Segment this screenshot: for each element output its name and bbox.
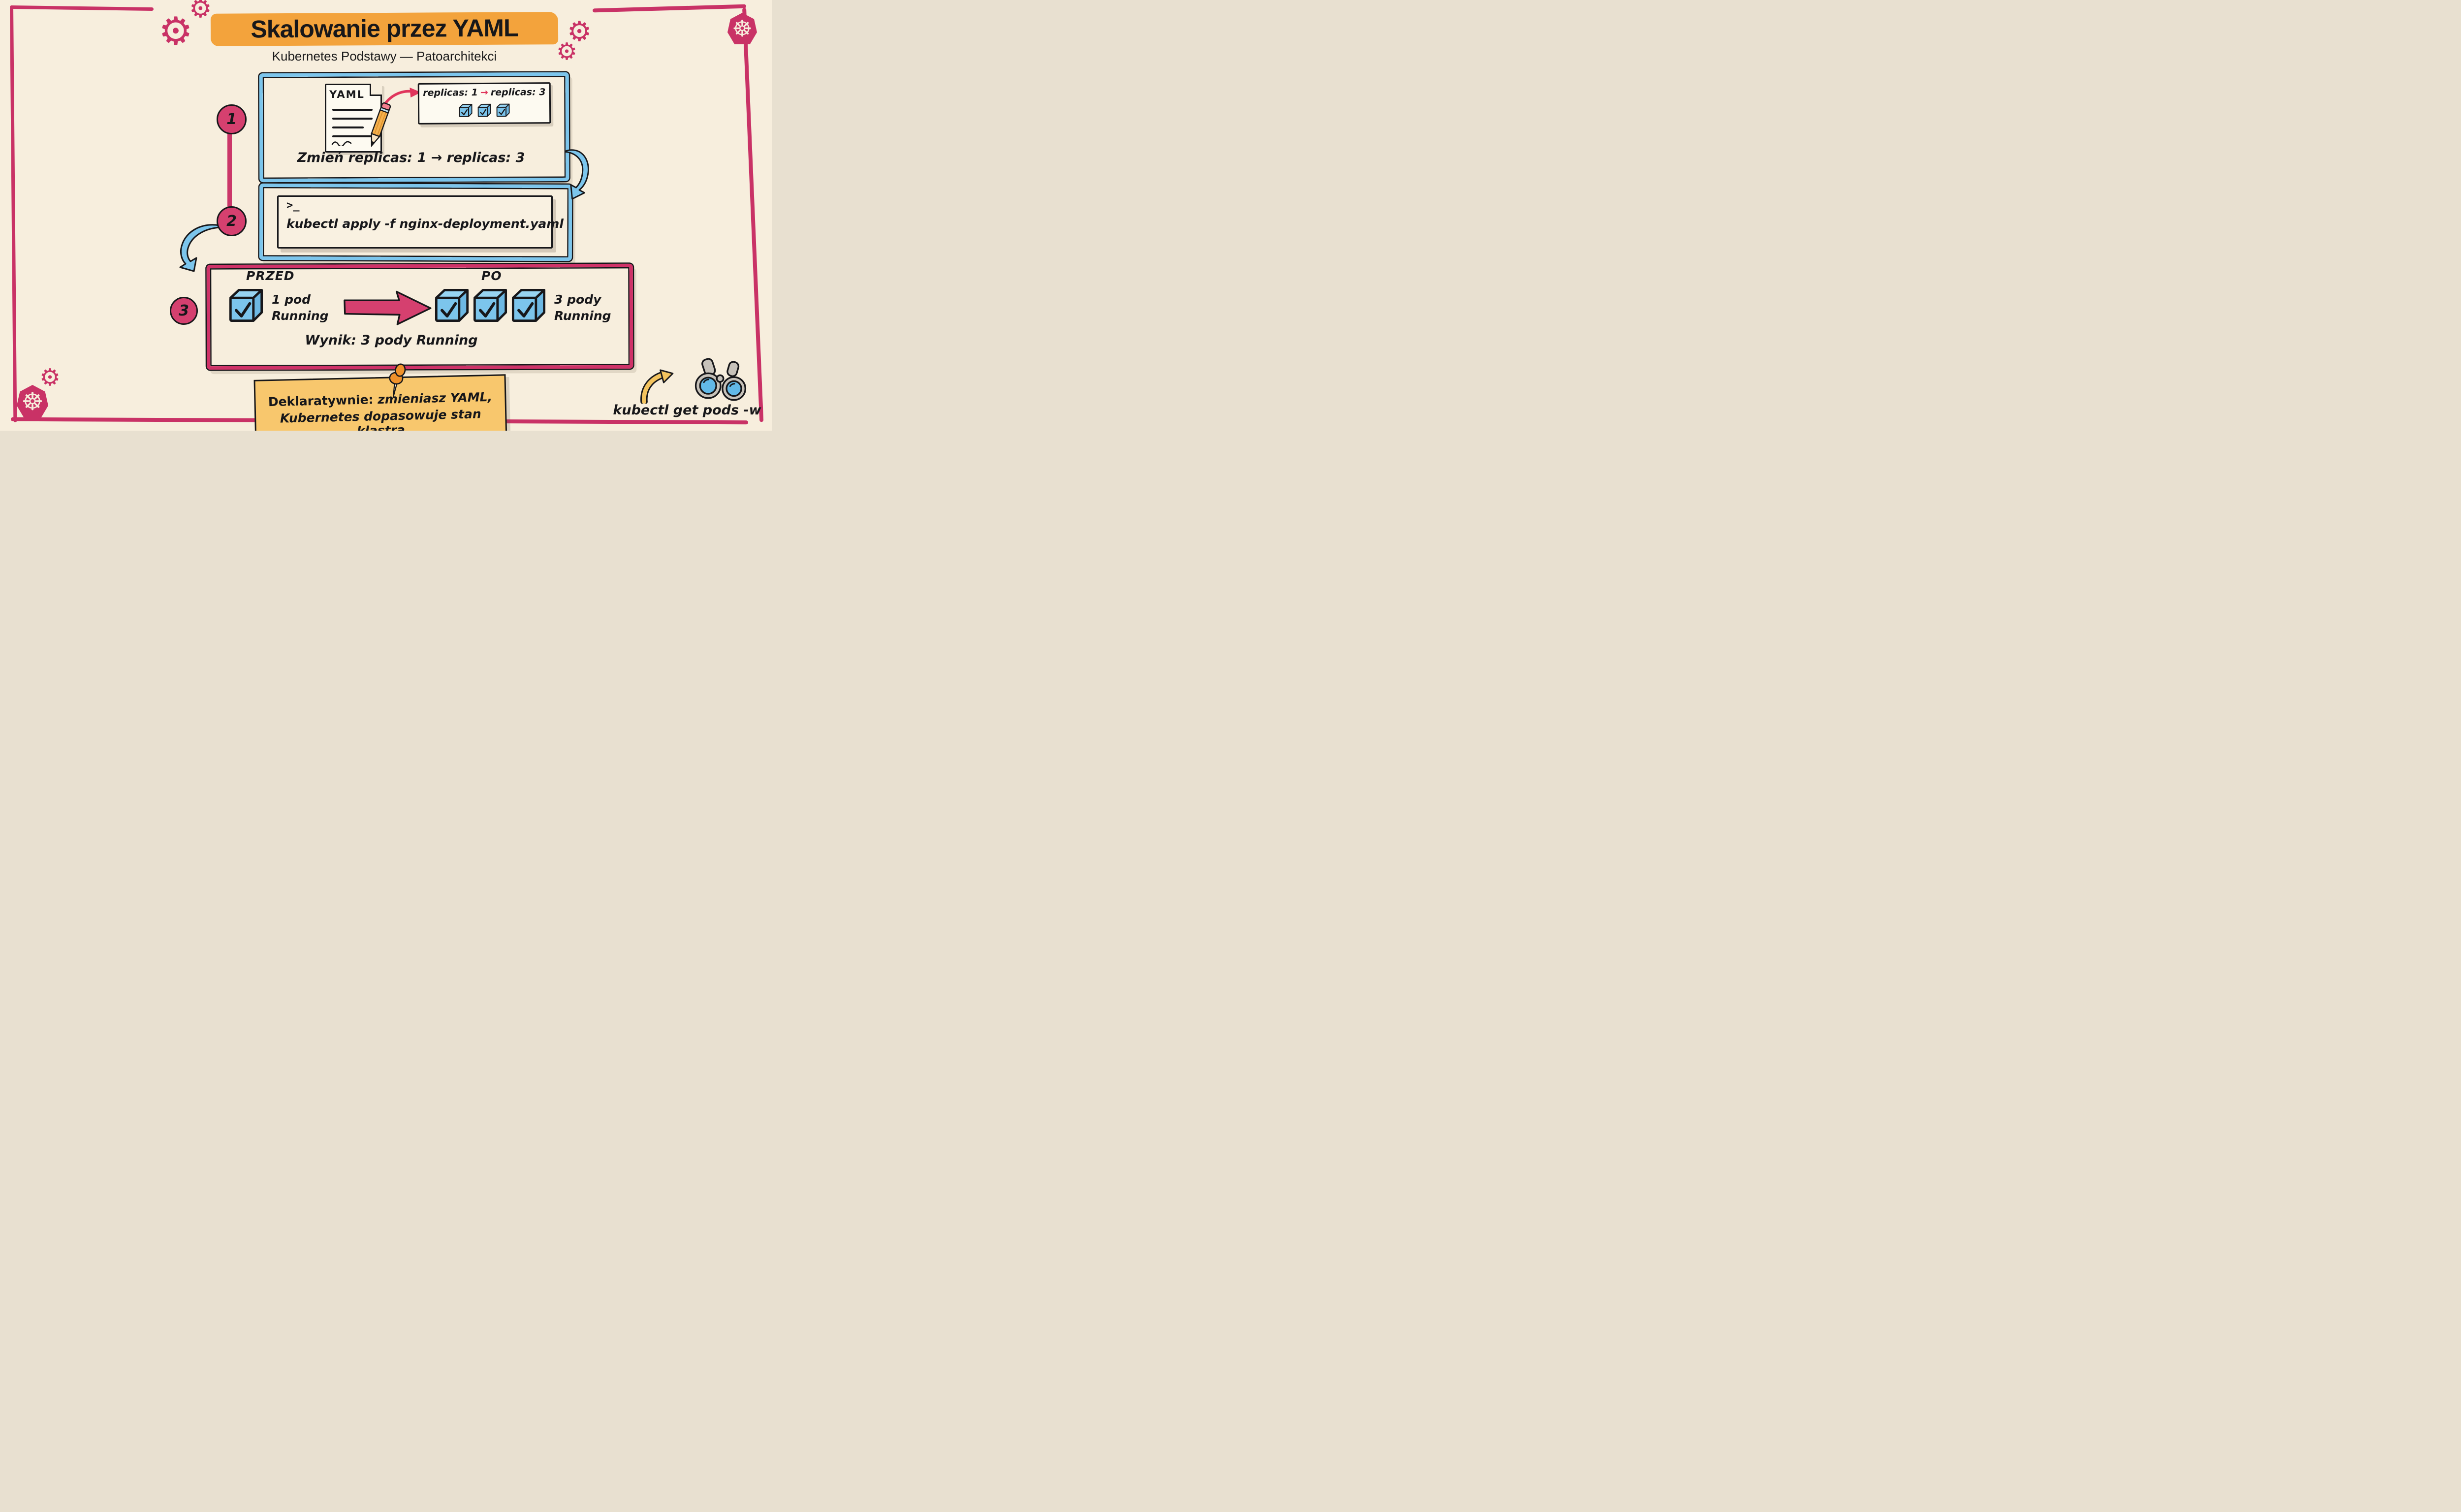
gear-icon: ⚙ xyxy=(556,39,578,65)
curved-arrow-down-icon xyxy=(565,149,589,200)
signature-squiggle-icon xyxy=(331,141,352,146)
folded-corner-icon xyxy=(370,84,382,96)
gear-icon: ⚙ xyxy=(189,0,212,23)
step-badge-3: 3 xyxy=(170,297,198,325)
doc-text-line xyxy=(332,126,364,128)
page-subtitle: Kubernetes Podstawy — Patoarchitekci xyxy=(272,49,497,63)
replicas-after: replicas: 3 xyxy=(490,87,546,98)
binoculars-icon xyxy=(694,358,747,401)
before-label: PRZED xyxy=(246,269,295,283)
gear-icon: ⚙ xyxy=(158,9,193,53)
replicas-callout: replicas: 1→replicas: 3 xyxy=(417,82,551,125)
infographic-canvas: ⚙ ⚙ ⚙ ⚙ ⚙ ☸ ☸ Skalowanie przez YAML Kube… xyxy=(0,0,772,431)
curved-arrow-down-icon xyxy=(179,224,221,272)
change-arrow: → xyxy=(480,87,488,98)
frame-border-top-right xyxy=(592,4,747,13)
yellow-curved-arrow-icon xyxy=(640,369,674,404)
replicas-change-text: replicas: 1→replicas: 3 xyxy=(419,87,549,98)
before-status: Running xyxy=(272,309,329,323)
pushpin-icon xyxy=(389,363,406,397)
gear-icon: ⚙ xyxy=(567,16,592,47)
after-status: Running xyxy=(554,309,611,323)
pod-cube-icon xyxy=(458,103,473,118)
kubernetes-wheel-glyph: ☸ xyxy=(21,388,44,415)
sticky-note: Deklaratywnie: zmieniasz YAML, Kubernete… xyxy=(253,374,507,431)
title-highlight-band: Skalowanie przez YAML xyxy=(210,12,559,46)
doc-text-line xyxy=(332,109,373,111)
after-pod-caption: 3 pody Running xyxy=(554,291,611,324)
note-lead: Deklaratywnie: xyxy=(268,392,374,410)
page-title: Skalowanie przez YAML xyxy=(251,14,518,43)
after-count: 3 pody xyxy=(554,292,601,307)
pencil-icon xyxy=(371,102,391,148)
terminal-window: >_ kubectl apply -f nginx-deployment.yam… xyxy=(277,195,564,249)
step1-caption: Zmień replicas: 1 → replicas: 3 xyxy=(297,150,525,165)
step3-result: Wynik: 3 pody Running xyxy=(305,333,478,348)
note-line-2: Kubernetes dopasowuje stan klastra xyxy=(280,407,481,431)
gear-icon: ⚙ xyxy=(39,365,61,391)
after-label: PO xyxy=(481,269,502,283)
frame-border-left xyxy=(10,6,17,422)
step-badge-2: 2 xyxy=(217,206,247,236)
kubernetes-logo-icon: ☸ xyxy=(727,13,757,44)
frame-border-top-left xyxy=(9,5,154,11)
terminal-command: kubectl apply -f nginx-deployment.yaml xyxy=(286,217,564,231)
replicas-before: replicas: 1 xyxy=(423,87,478,98)
callout-pod-row xyxy=(419,102,549,118)
watch-command: kubectl get pods -w xyxy=(613,403,761,418)
terminal-prompt: >_ xyxy=(286,199,300,212)
kubernetes-wheel-glyph: ☸ xyxy=(732,16,753,41)
big-transition-arrow-icon xyxy=(344,290,432,325)
before-count: 1 pod xyxy=(272,292,311,307)
before-pod-caption: 1 pod Running xyxy=(272,291,329,324)
pod-cube-icon xyxy=(510,286,547,324)
doc-text-line xyxy=(332,135,373,137)
yaml-doc-label: YAML xyxy=(329,89,365,100)
pod-cube-icon xyxy=(227,286,265,324)
pod-cube-icon xyxy=(477,103,492,118)
doc-text-line xyxy=(332,118,373,120)
step-badge-1: 1 xyxy=(217,104,247,134)
step-connector-line xyxy=(227,129,232,209)
pod-cube-icon xyxy=(496,103,510,118)
pod-cube-icon xyxy=(472,286,509,324)
pod-cube-icon xyxy=(433,286,471,324)
